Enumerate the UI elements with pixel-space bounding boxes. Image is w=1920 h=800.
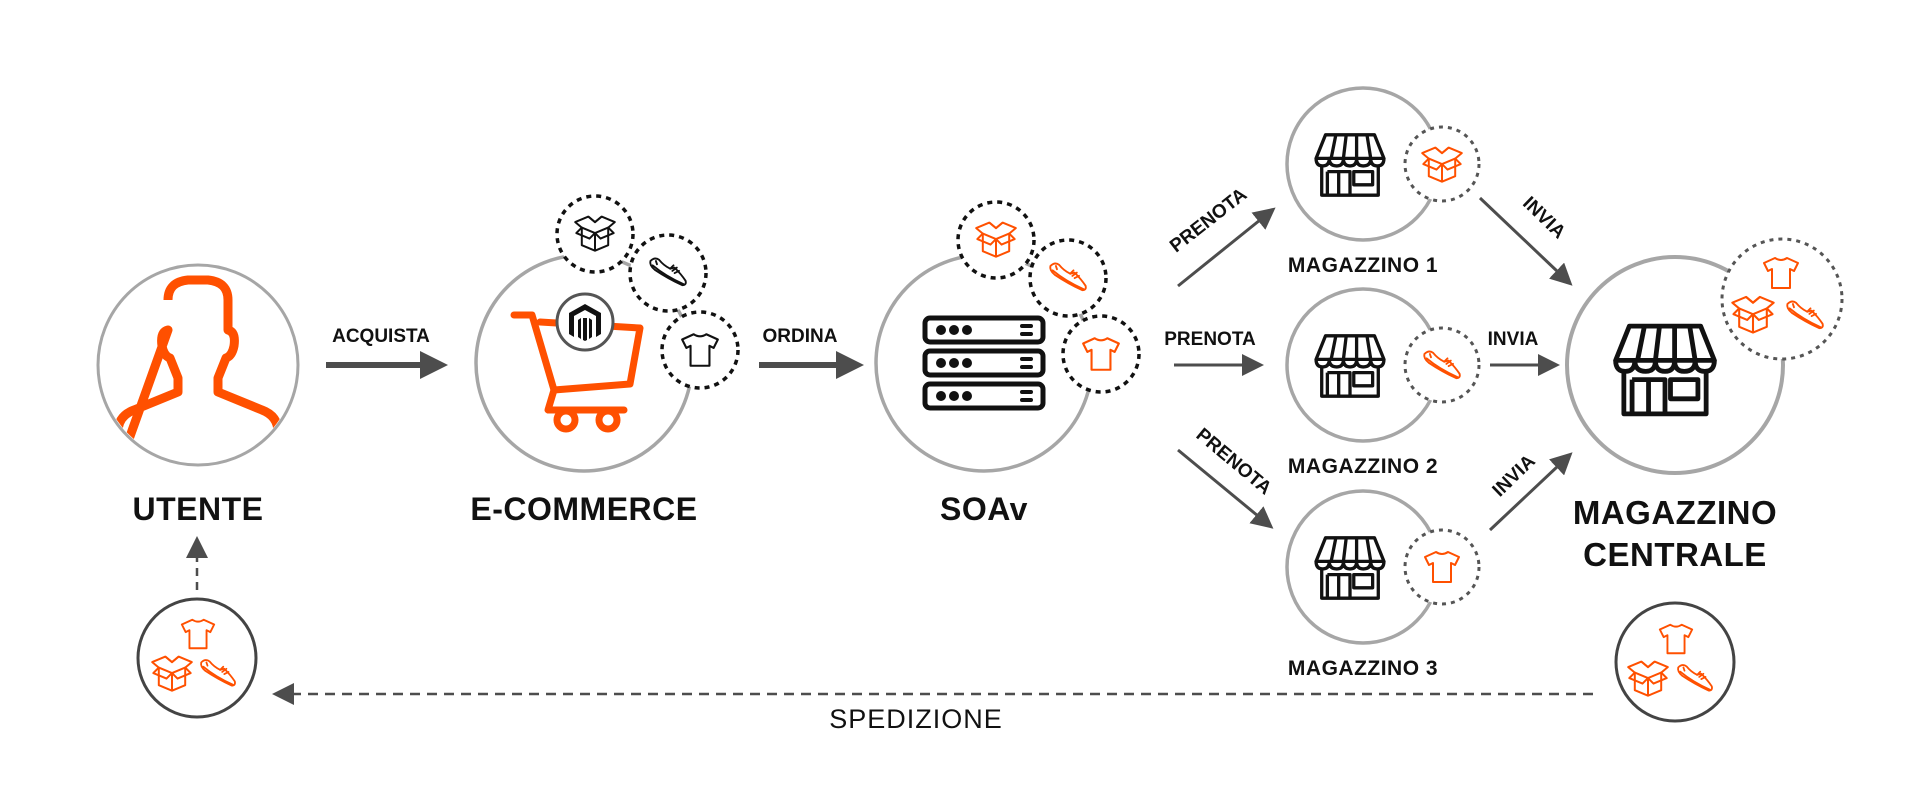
node-magazzino-1[interactable]: MAGAZZINO 1 (1285, 86, 1481, 277)
node-ecommerce[interactable]: E-COMMERCE (470, 194, 740, 527)
ecommerce-item-sneaker (628, 233, 708, 313)
centrale-label-line1: MAGAZZINO (1573, 494, 1777, 531)
shipped-package (1614, 601, 1736, 723)
invia-2-label: INVIA (1488, 329, 1539, 350)
ecommerce-label: E-COMMERCE (470, 491, 697, 527)
soav-label: SOAv (940, 491, 1028, 527)
edge-acquista: ACQUISTA (326, 326, 448, 379)
magazzino-1-item (1403, 125, 1481, 203)
soav-item-sneaker (1028, 238, 1108, 318)
edge-ordina: ORDINA (759, 326, 864, 379)
prenota-3-label: PRENOTA (1192, 424, 1276, 499)
spedizione-label: SPEDIZIONE (829, 704, 1003, 734)
magazzino-2-label: MAGAZZINO 2 (1288, 455, 1438, 478)
node-magazzino-3[interactable]: MAGAZZINO 3 (1285, 489, 1481, 680)
edge-spedizione: SPEDIZIONE (272, 683, 1593, 734)
edge-prenota-1: PRENOTA (1166, 184, 1276, 288)
soav-item-tshirt (1061, 314, 1141, 394)
prenota-2-label: PRENOTA (1164, 329, 1256, 350)
node-magazzino-2[interactable]: MAGAZZINO 2 (1285, 287, 1481, 478)
invia-3-label: INVIA (1489, 451, 1540, 502)
utente-ring (96, 263, 300, 467)
edge-prenota-3: PRENOTA (1177, 424, 1276, 529)
magazzino-1-label: MAGAZZINO 1 (1288, 254, 1438, 277)
edge-invia-1: INVIA (1478, 193, 1573, 286)
delivered-package (136, 597, 258, 719)
node-soav[interactable]: SOAv (874, 200, 1141, 527)
ecommerce-item-box (555, 194, 635, 274)
person-silhouette-icon (113, 275, 283, 463)
magento-logo-icon (555, 292, 615, 352)
magazzino-2-item (1403, 326, 1481, 404)
centrale-items (1720, 237, 1844, 361)
soav-item-box (956, 200, 1036, 280)
acquista-label: ACQUISTA (332, 326, 430, 347)
edge-prenota-2: PRENOTA (1164, 329, 1264, 376)
centrale-label-line2: CENTRALE (1583, 536, 1767, 573)
shopping-cart-icon (510, 311, 644, 433)
server-rack-icon (922, 315, 1046, 411)
magazzino-3-label: MAGAZZINO 3 (1288, 657, 1438, 680)
ecommerce-item-tshirt (660, 310, 740, 390)
invia-1-label: INVIA (1518, 193, 1569, 244)
edge-invia-3: INVIA (1489, 451, 1573, 532)
prenota-1-label: PRENOTA (1166, 184, 1251, 257)
magazzino-3-item (1403, 528, 1481, 606)
utente-label: UTENTE (133, 491, 264, 527)
ordina-label: ORDINA (763, 326, 838, 347)
node-utente[interactable]: UTENTE (96, 263, 300, 527)
node-magazzino-centrale[interactable]: MAGAZZINO CENTRALE (1565, 237, 1844, 573)
edge-invia-2: INVIA (1488, 329, 1560, 376)
